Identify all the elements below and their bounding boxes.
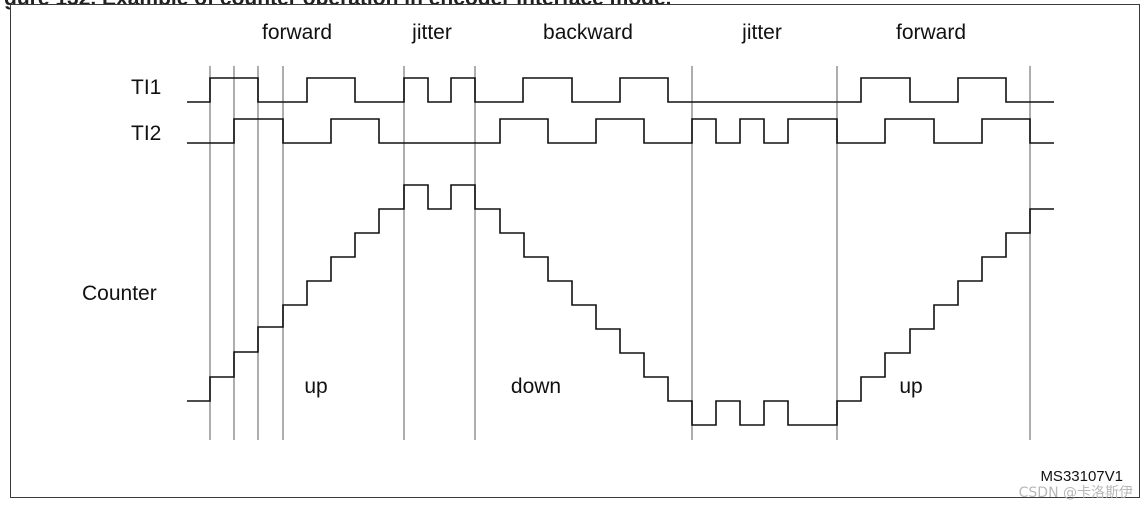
phase-label-jitter: jitter — [741, 21, 782, 44]
figure-id: MS33107V1 — [1040, 468, 1123, 485]
ti2-waveform — [187, 118, 1054, 144]
direction-label-up: up — [899, 375, 922, 398]
ti1-waveform — [187, 77, 1054, 103]
watermark: CSDN @卡洛斯伊 — [1019, 485, 1133, 501]
signal-label-ti2: TI2 — [131, 122, 161, 145]
signal-label-ti1: TI1 — [131, 76, 161, 99]
phase-label-forward: forward — [262, 21, 332, 44]
counter-waveform — [187, 184, 1054, 426]
diagram-frame — [10, 4, 1140, 498]
direction-label-down: down — [511, 375, 561, 398]
phase-label-backward: backward — [543, 21, 633, 44]
signal-label-counter: Counter — [82, 282, 157, 305]
phase-label-forward: forward — [896, 21, 966, 44]
phase-label-jitter: jitter — [411, 21, 452, 44]
direction-label-up: up — [304, 375, 327, 398]
